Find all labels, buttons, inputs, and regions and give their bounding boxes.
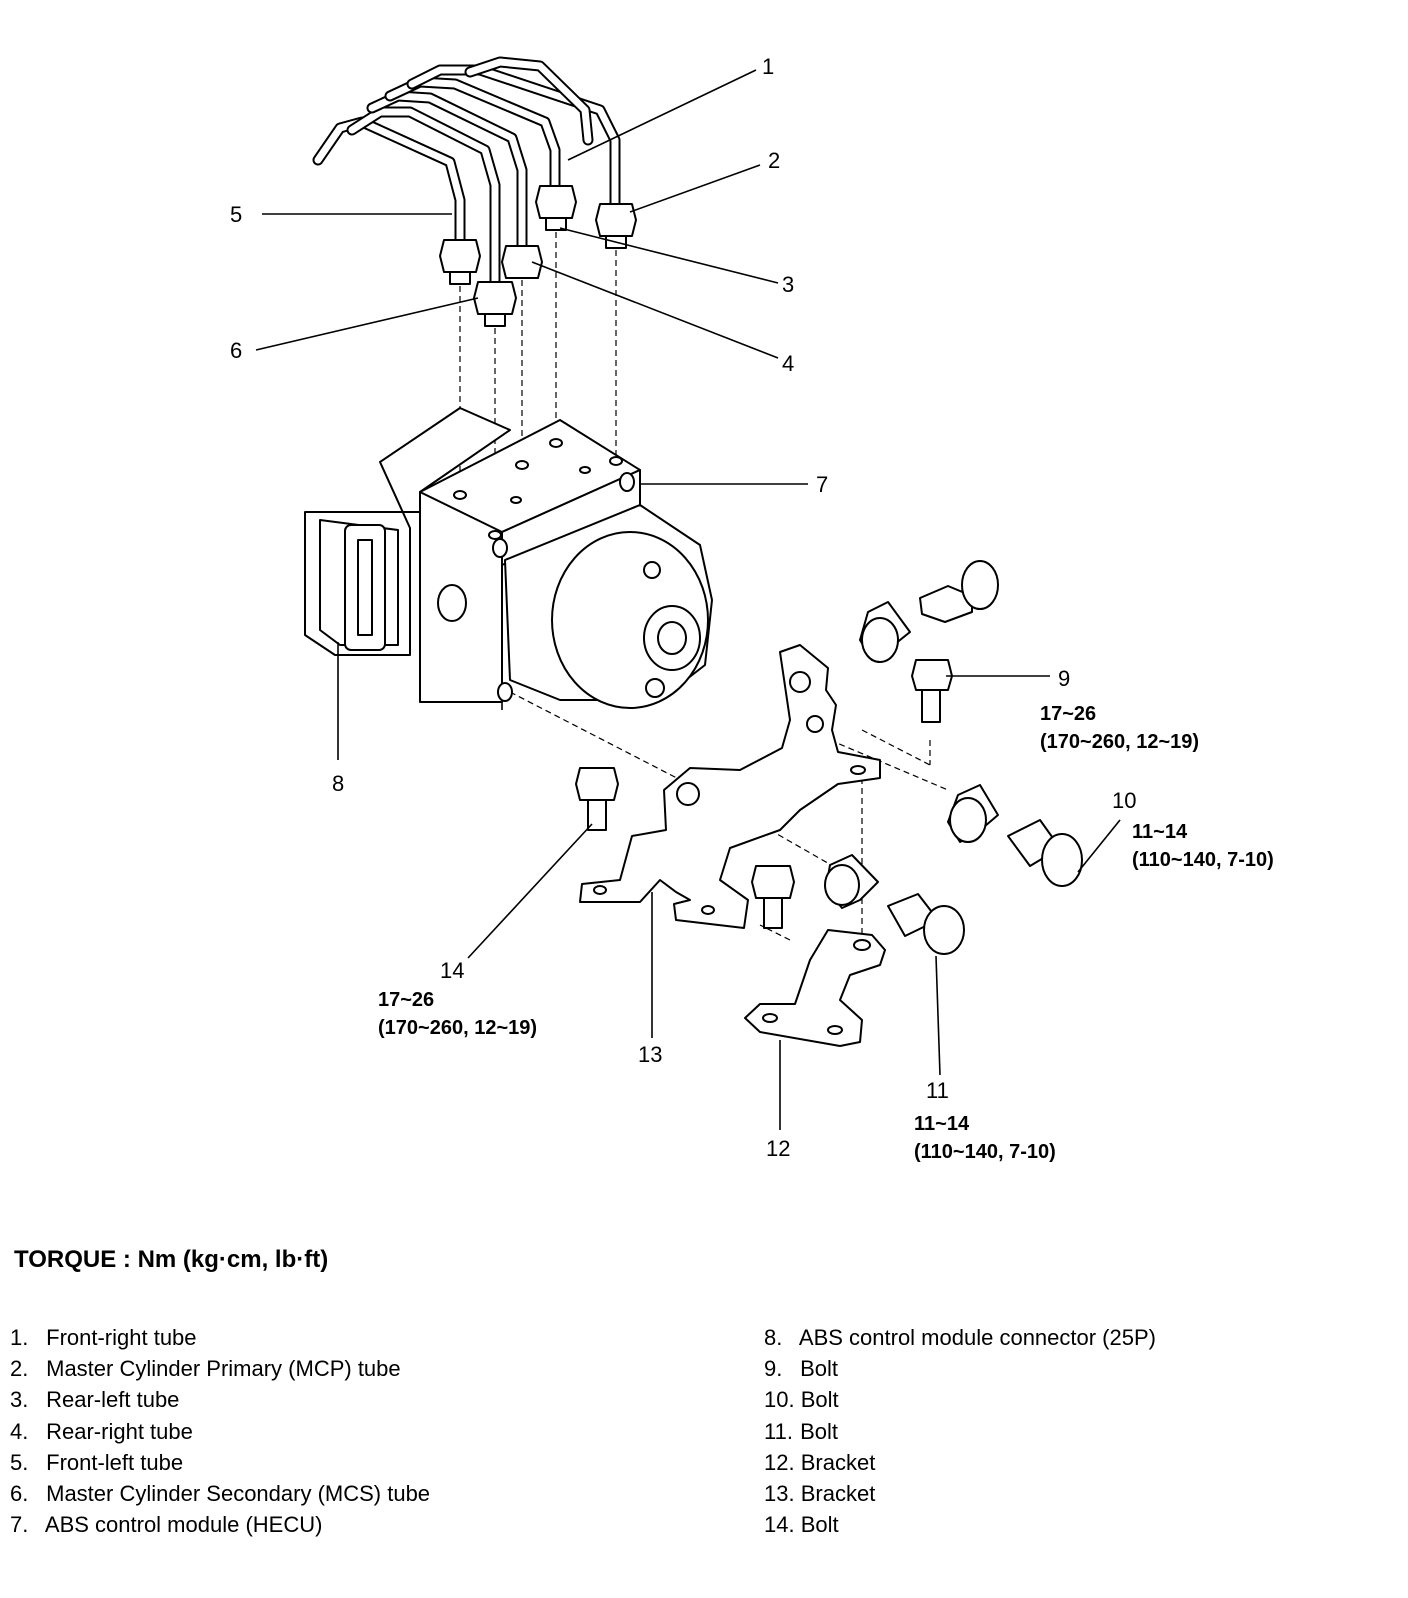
grommets bbox=[824, 601, 999, 909]
torque-14-main: 17~26 bbox=[378, 989, 434, 1011]
legend-item: 13. Bracket bbox=[764, 1481, 876, 1507]
parts-legend-right: 8. ABS control module connector (25P) 9.… bbox=[764, 1322, 1156, 1540]
callout-11: 11 bbox=[926, 1078, 949, 1103]
bolts bbox=[575, 560, 1083, 955]
callout-10: 10 bbox=[1112, 788, 1136, 813]
hecu-module bbox=[304, 407, 713, 710]
callout-6: 6 bbox=[230, 338, 242, 363]
bracket-13 bbox=[579, 644, 881, 929]
legend-item: 7. ABS control module (HECU) bbox=[10, 1512, 323, 1538]
legend-item: 3. Rear-left tube bbox=[10, 1387, 180, 1413]
legend-item: 10. Bolt bbox=[764, 1387, 839, 1413]
torque-11-sub: (110~140, 7-10) bbox=[914, 1141, 1056, 1163]
torque-11-main: 11~14 bbox=[914, 1113, 970, 1135]
callout-2: 2 bbox=[768, 148, 780, 173]
callout-12: 12 bbox=[766, 1136, 790, 1161]
brake-tubes bbox=[312, 56, 621, 288]
torque-10-main: 11~14 bbox=[1132, 821, 1188, 843]
callout-3: 3 bbox=[782, 272, 794, 297]
callout-5: 5 bbox=[230, 202, 242, 227]
torque-14-sub: (170~260, 12~19) bbox=[378, 1017, 537, 1039]
callout-9: 9 bbox=[1058, 666, 1070, 691]
legend-item: 2. Master Cylinder Primary (MCP) tube bbox=[10, 1356, 401, 1382]
legend-item: 4. Rear-right tube bbox=[10, 1418, 193, 1444]
legend-item: 14. Bolt bbox=[764, 1512, 839, 1538]
torque-9-sub: (170~260, 12~19) bbox=[1040, 731, 1199, 753]
callout-7: 7 bbox=[816, 472, 828, 497]
torque-9-main: 17~26 bbox=[1040, 703, 1096, 725]
bracket-12 bbox=[744, 929, 886, 1047]
callout-4: 4 bbox=[782, 351, 794, 376]
callout-8: 8 bbox=[332, 771, 344, 796]
callout-1: 1 bbox=[762, 54, 774, 79]
torque-10-sub: (110~140, 7-10) bbox=[1132, 849, 1274, 871]
abs-exploded-diagram: 1 2 3 4 5 6 7 8 9 10 11 12 13 14 17~26 (… bbox=[230, 54, 1274, 1163]
torque-heading: TORQUE : Nm (kg·cm, lb·ft) bbox=[14, 1246, 329, 1273]
legend-item: 11. Bolt bbox=[764, 1418, 839, 1444]
legend-item: 12. Bracket bbox=[764, 1449, 876, 1475]
tube-nuts bbox=[439, 185, 637, 327]
legend-item: 5. Front-left tube bbox=[10, 1449, 184, 1475]
parts-legend-left: 1. Front-right tube 2. Master Cylinder P… bbox=[10, 1322, 430, 1540]
leader-lines bbox=[255, 69, 1121, 1130]
legend-item: 6. Master Cylinder Secondary (MCS) tube bbox=[10, 1481, 431, 1507]
callout-14: 14 bbox=[440, 958, 464, 983]
legend-item: 1. Front-right tube bbox=[10, 1325, 197, 1350]
legend-item: 8. ABS control module connector (25P) bbox=[764, 1325, 1156, 1350]
legend-item: 9. Bolt bbox=[764, 1356, 839, 1382]
callout-numbers: 1 2 3 4 5 6 7 8 9 10 11 12 13 14 bbox=[230, 54, 1136, 1161]
torque-values: 17~26 (170~260, 12~19) 11~14 (110~140, 7… bbox=[378, 703, 1274, 1163]
callout-13: 13 bbox=[638, 1042, 662, 1067]
